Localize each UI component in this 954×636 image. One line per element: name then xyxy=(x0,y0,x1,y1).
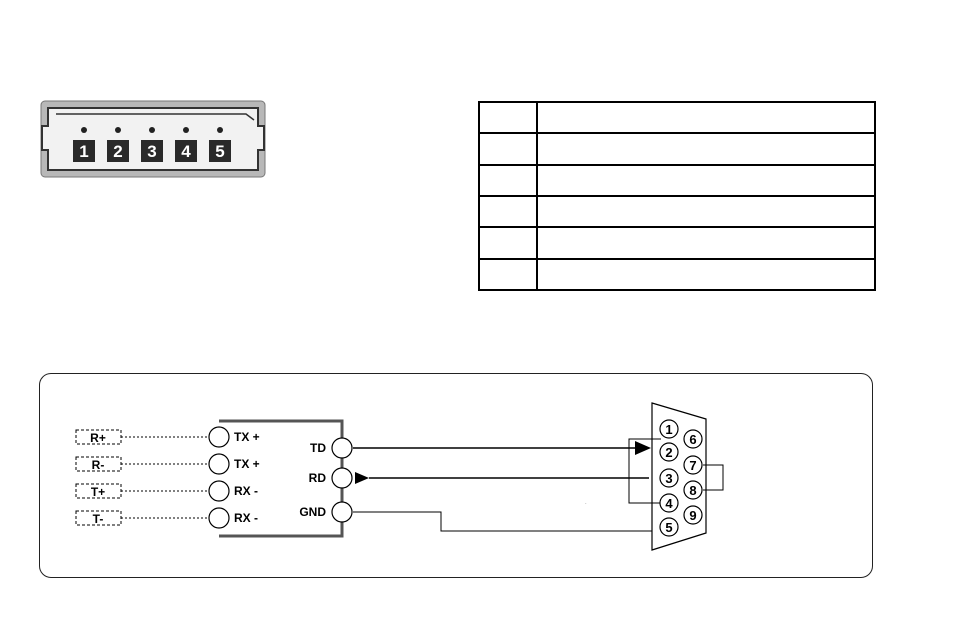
db9-loopback-4-1 xyxy=(628,438,661,504)
description-cell xyxy=(536,257,876,292)
pin-number: 5 xyxy=(215,142,224,161)
rd-arrow-icon xyxy=(355,472,369,484)
terminal-icon xyxy=(331,501,353,523)
db9-loopback-7-8 xyxy=(703,464,724,491)
db9-pin-number: 3 xyxy=(665,471,672,486)
terminal-block-connector: 1 2 3 4 5 xyxy=(40,100,266,178)
db9-pin-number: 1 xyxy=(665,422,672,437)
pin-cell xyxy=(478,100,538,135)
pin-cell xyxy=(478,257,538,292)
description-cell xyxy=(536,194,876,229)
db9-pin-icon xyxy=(683,480,703,500)
pin-cell xyxy=(478,163,538,197)
gnd-wire xyxy=(353,511,662,532)
db9-pin-number: 9 xyxy=(689,508,696,523)
db9-pin-number: 7 xyxy=(689,458,696,473)
pin-number: 3 xyxy=(147,142,156,161)
pin-number-box xyxy=(107,140,129,162)
converter-right-label: TD xyxy=(310,441,326,455)
description-cell xyxy=(536,132,876,166)
terminal-icon xyxy=(208,426,230,448)
wiring-diagram-panel xyxy=(39,373,873,578)
pin-hole-icon xyxy=(115,127,121,133)
converter-left-label: TX + xyxy=(234,457,260,471)
db9-pin-number: 8 xyxy=(689,483,696,498)
pin-cell xyxy=(478,226,538,260)
db9-pin-icon xyxy=(659,468,679,488)
table-row xyxy=(478,194,876,229)
description-cell xyxy=(536,163,876,197)
pin-cell xyxy=(478,194,538,229)
terminal-icon xyxy=(208,507,230,529)
terminal-icon xyxy=(208,453,230,475)
db9-pin-number: 6 xyxy=(689,432,696,447)
converter-right-label: GND xyxy=(299,505,326,519)
db9-pin-number: 2 xyxy=(665,445,672,460)
terminal-icon xyxy=(331,437,353,459)
db9-pin-icon xyxy=(683,505,703,525)
converter-left-label: RX - xyxy=(234,484,258,498)
db9-pin-icon xyxy=(683,455,703,475)
pin-number: 4 xyxy=(181,142,191,161)
description-cell xyxy=(536,226,876,260)
table-row xyxy=(478,132,876,166)
db9-pin-icon xyxy=(683,429,703,449)
td-arrow-icon xyxy=(635,441,651,455)
signal-label: R- xyxy=(92,458,105,472)
terminal-icon xyxy=(208,480,230,502)
table-row xyxy=(478,163,876,197)
pin-hole-icon xyxy=(81,127,87,133)
signal-label: T+ xyxy=(91,485,105,499)
db9-pin-icon xyxy=(659,442,679,462)
pin-hole-icon xyxy=(149,127,155,133)
db9-pin-icon xyxy=(659,419,679,439)
table-row xyxy=(478,257,876,292)
table-row xyxy=(478,226,876,260)
pin-number: 1 xyxy=(79,142,88,161)
pin-number: 2 xyxy=(113,142,122,161)
db9-pin-number: 5 xyxy=(665,520,672,535)
converter-left-label: TX + xyxy=(234,430,260,444)
svg-text:.: . xyxy=(585,500,587,506)
signal-label: R+ xyxy=(90,431,106,445)
rs485-to-rs232-wiring-diagram: R+ R- T+ T- TX + TX + RX - RX - TD RD GND 1 2 3 4 5 6… xyxy=(75,402,724,551)
pin-hole-icon xyxy=(217,127,223,133)
pin-hole-icon xyxy=(183,127,189,133)
pin-number-box xyxy=(175,140,197,162)
db9-pin-icon xyxy=(659,493,679,513)
pin-number-box xyxy=(141,140,163,162)
signal-label: T- xyxy=(93,512,104,526)
pin-assignment-table xyxy=(478,100,876,292)
converter-left-label: RX - xyxy=(234,511,258,525)
pin-cell xyxy=(478,132,538,166)
db9-pin-number: 4 xyxy=(665,496,673,511)
description-cell xyxy=(536,100,876,135)
terminal-icon xyxy=(331,467,353,489)
converter-right-label: RD xyxy=(309,471,327,485)
db9-pin-icon xyxy=(659,517,679,537)
pin-number-box xyxy=(73,140,95,162)
pin-number-box xyxy=(209,140,231,162)
table-row xyxy=(478,100,876,135)
